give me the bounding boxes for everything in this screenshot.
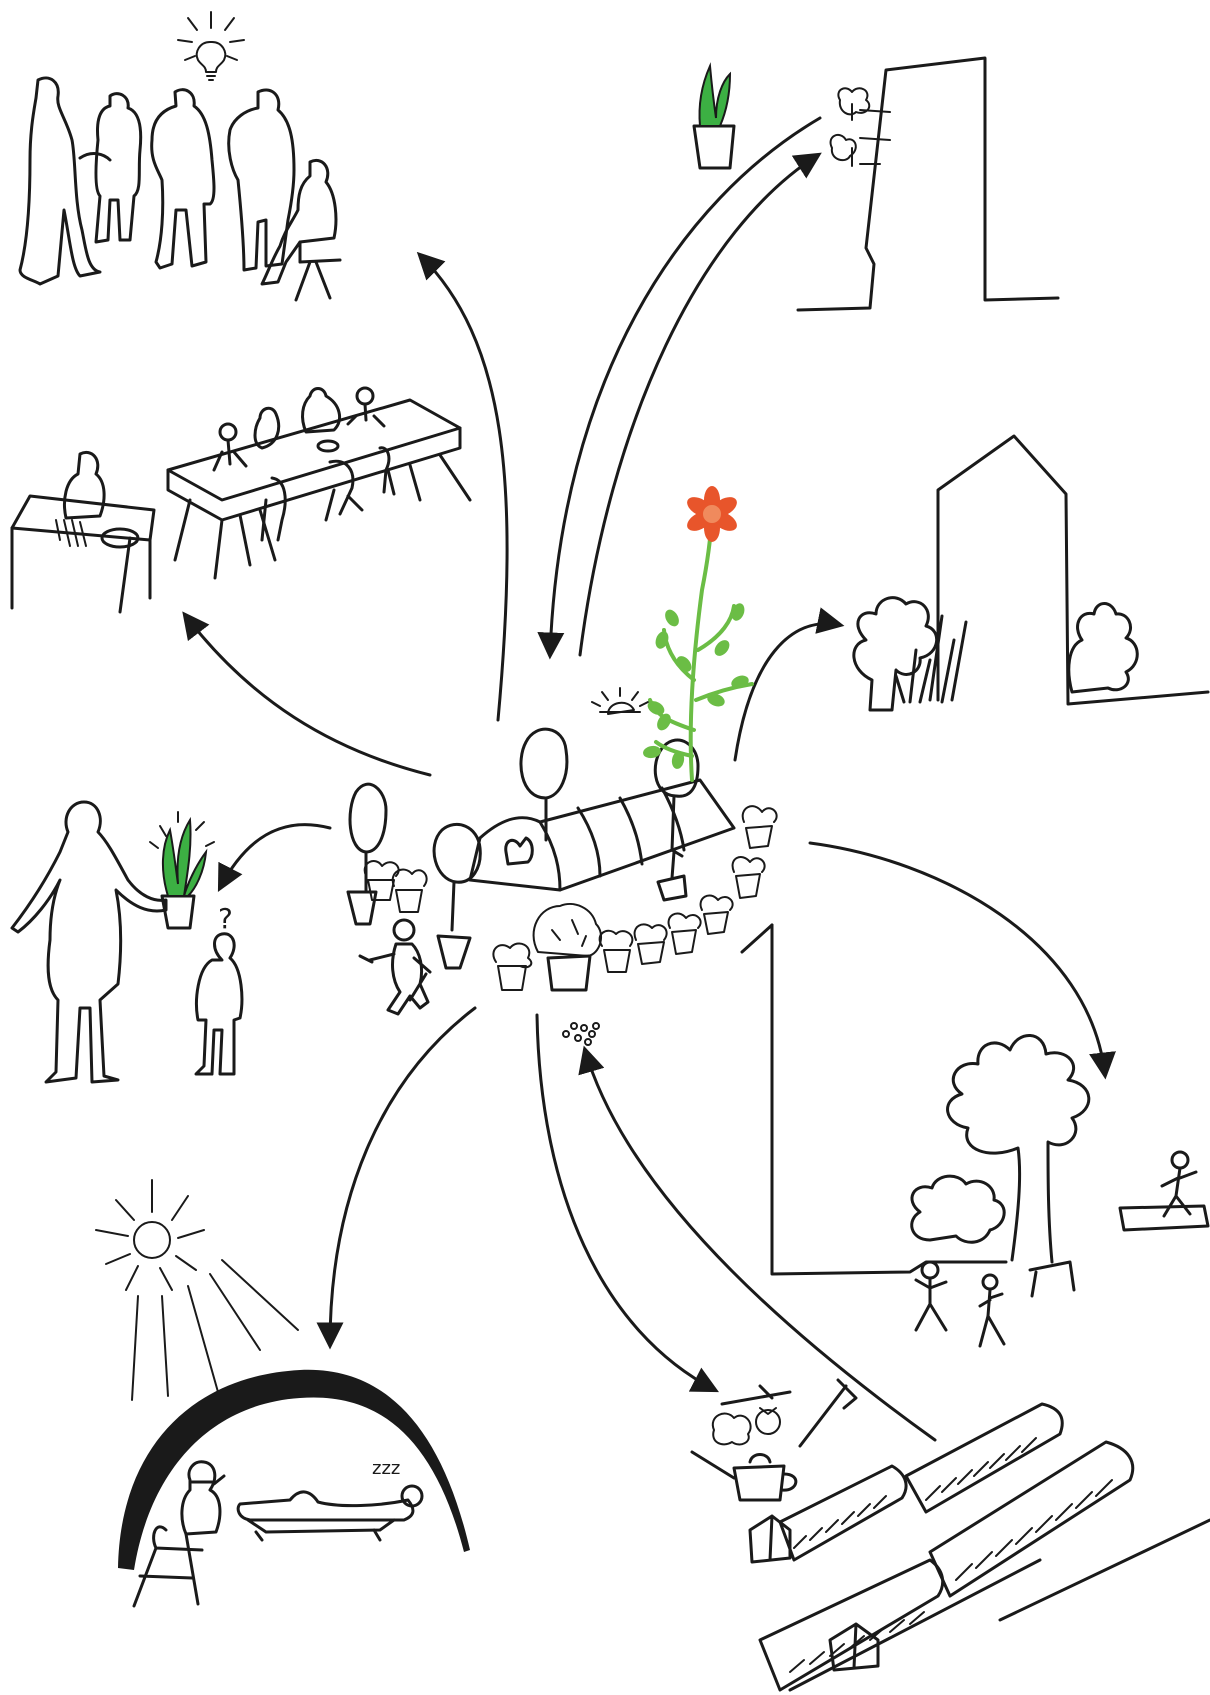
park-scene xyxy=(742,925,1208,1346)
arrow-to-rest xyxy=(330,1008,475,1345)
arrow-to-park xyxy=(810,843,1105,1075)
field-row-2 xyxy=(780,1466,906,1560)
flower-icon xyxy=(642,486,752,780)
lying-person-head xyxy=(402,1486,422,1506)
arrow-to-meeting xyxy=(420,255,507,720)
stick-figure-1 xyxy=(916,1278,946,1330)
garden-tree-1 xyxy=(521,729,567,840)
shrub xyxy=(1069,604,1137,693)
stick-figure-1-head xyxy=(922,1262,938,1278)
arrow-to-balcony xyxy=(580,155,818,655)
sun-icon xyxy=(96,1180,298,1400)
potted-plant-icon xyxy=(163,820,206,896)
arrow-to-backyard xyxy=(735,624,840,760)
communal-meal xyxy=(12,388,470,612)
apartment-building xyxy=(798,58,1058,310)
potted-plant-icon xyxy=(699,66,730,126)
park-person-head xyxy=(1172,1152,1188,1168)
park-bench xyxy=(1120,1206,1208,1230)
large-pot xyxy=(548,956,590,990)
arrow-to-communal-meal xyxy=(185,615,430,775)
person-standing-3 xyxy=(152,90,214,268)
rest-scene: zzz xyxy=(96,1180,470,1606)
sleep-mark: zzz xyxy=(372,1458,400,1479)
sun-icon xyxy=(592,688,648,714)
seeds-icon xyxy=(563,1023,599,1045)
person-standing-4 xyxy=(229,90,294,270)
person-giving xyxy=(12,802,166,1082)
farm-fields xyxy=(750,1404,1210,1690)
seated-person xyxy=(182,1462,220,1534)
child-figure xyxy=(196,934,242,1074)
gardener-with-shovel xyxy=(360,944,430,1014)
hoe-icon xyxy=(800,1380,856,1446)
bush xyxy=(854,598,937,710)
gardener-head xyxy=(394,920,414,940)
park-bush xyxy=(912,1176,1004,1242)
diner-head-4 xyxy=(357,388,373,404)
person-standing-1 xyxy=(20,78,100,284)
potted-tree-2 xyxy=(434,824,480,930)
potted-tree-1 xyxy=(350,784,386,890)
watering-can-icon xyxy=(734,1466,784,1500)
trowel-icon xyxy=(722,1386,790,1404)
stick-figure-2-head xyxy=(983,1275,997,1289)
balcony-scene xyxy=(694,58,1058,310)
greenhouse-door-plants xyxy=(506,838,533,864)
question-mark: ? xyxy=(218,902,233,935)
plant-gift: ? xyxy=(12,802,242,1082)
canopy-arch xyxy=(118,1370,470,1570)
tall-house xyxy=(938,436,1208,704)
lying-person xyxy=(238,1492,413,1520)
shed-1 xyxy=(750,1516,790,1562)
person-standing-2 xyxy=(96,94,141,242)
central-garden xyxy=(348,486,777,1014)
park-tree xyxy=(948,1035,1089,1262)
chair xyxy=(296,242,340,300)
diner-5 xyxy=(326,461,362,520)
harvest-tools xyxy=(692,1380,856,1500)
stick-figure-2 xyxy=(980,1290,1004,1346)
small-pot xyxy=(694,126,734,168)
arrow-from-fields xyxy=(585,1050,935,1440)
daybed xyxy=(248,1520,394,1540)
backyard-scene xyxy=(854,436,1208,710)
diner-head-1 xyxy=(220,424,236,440)
arrow-to-harvest xyxy=(537,1015,715,1390)
hanging-pot xyxy=(658,852,686,900)
arrow-from-balcony xyxy=(550,118,820,655)
park-person xyxy=(1162,1168,1196,1216)
lettuce-icon xyxy=(713,1414,751,1445)
cook-person xyxy=(65,452,105,518)
lightbulb-icon xyxy=(178,12,244,80)
garden-plot-outline xyxy=(772,925,1006,1274)
arrow-to-plant-gift xyxy=(220,825,330,888)
greenhouse-icon xyxy=(470,780,734,890)
meeting-group xyxy=(20,12,340,300)
